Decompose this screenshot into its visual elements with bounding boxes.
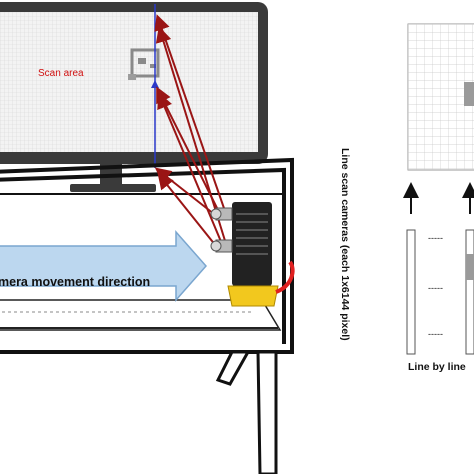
movement-arrow — [0, 230, 208, 302]
camera-rays — [154, 14, 227, 247]
monitor: Scan area — [0, 2, 268, 192]
scan-strip-left — [406, 229, 416, 355]
camera-mount — [227, 285, 279, 307]
line-by-line-label: Line by line — [408, 361, 466, 373]
result-target — [464, 82, 474, 106]
camera-lens-top — [210, 207, 233, 221]
scan-target — [128, 48, 160, 80]
camera-lens-bottom — [210, 239, 233, 253]
line-scan-camera — [210, 202, 295, 307]
camera-body — [232, 202, 272, 286]
camera-cable — [275, 260, 295, 294]
scan-axis-arrowhead — [151, 80, 159, 88]
scan-area-label: Scan area — [38, 68, 84, 79]
movement-direction-label: mera movement direction — [0, 275, 150, 289]
result-image — [407, 23, 474, 171]
dash-row-2: ----- — [428, 283, 443, 293]
line-scan-cameras-caption: Line scan cameras (each 1x6144 pixel) — [339, 148, 351, 341]
scan-strip-right — [465, 229, 474, 355]
scan-bed — [0, 299, 282, 331]
scan-area-grid — [0, 12, 258, 152]
dash-row-3: ----- — [428, 329, 443, 339]
monitor-foot — [70, 184, 156, 192]
dash-row-1: ----- — [428, 233, 443, 243]
table-legs — [215, 350, 278, 474]
